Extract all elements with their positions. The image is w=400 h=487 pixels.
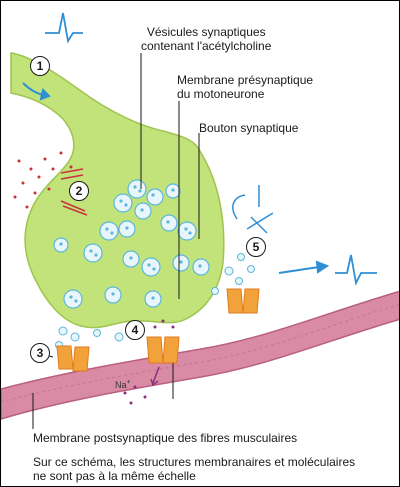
- label-pointers: [32, 53, 200, 429]
- postsynaptic-membrane: [1, 290, 399, 420]
- sodium-ion-label: Na+: [115, 379, 131, 390]
- sodium-flow: [123, 319, 175, 405]
- calcium-ions: [13, 151, 73, 209]
- step-5: 5: [246, 237, 266, 257]
- scale-note: Sur ce schéma, les structures membranair…: [33, 455, 356, 483]
- presynaptic-membrane-label: Membrane présynaptique du motoneurone: [177, 73, 314, 101]
- sodium-ion-symbol: Na: [115, 380, 127, 390]
- sodium-ion-charge: +: [126, 379, 131, 386]
- postsynaptic-membrane-line: [1, 304, 399, 403]
- calcium-channel: [60, 168, 88, 216]
- released-acetylcholine: [55, 253, 255, 349]
- vesicles-label: Vésicules synaptiques contenant l'acétyl…: [141, 25, 272, 53]
- bouton-label: Bouton synaptique: [199, 121, 299, 135]
- synaptic-vesicles: [53, 179, 210, 309]
- acetylcholine-dots: [59, 185, 202, 303]
- action-potential-waves: [45, 12, 377, 286]
- synaptic-bouton: [10, 52, 225, 329]
- postsynaptic-membrane-label: Membrane postsynaptique des fibres muscu…: [33, 431, 298, 445]
- step-4: 4: [125, 320, 145, 340]
- step-3: 3: [30, 343, 50, 363]
- acetylcholine-receptors: [56, 288, 260, 372]
- signal-arrows: [22, 82, 330, 274]
- step-2: 2: [69, 181, 89, 201]
- acetylcholinesterase: [232, 185, 274, 234]
- step-1: 1: [30, 56, 50, 76]
